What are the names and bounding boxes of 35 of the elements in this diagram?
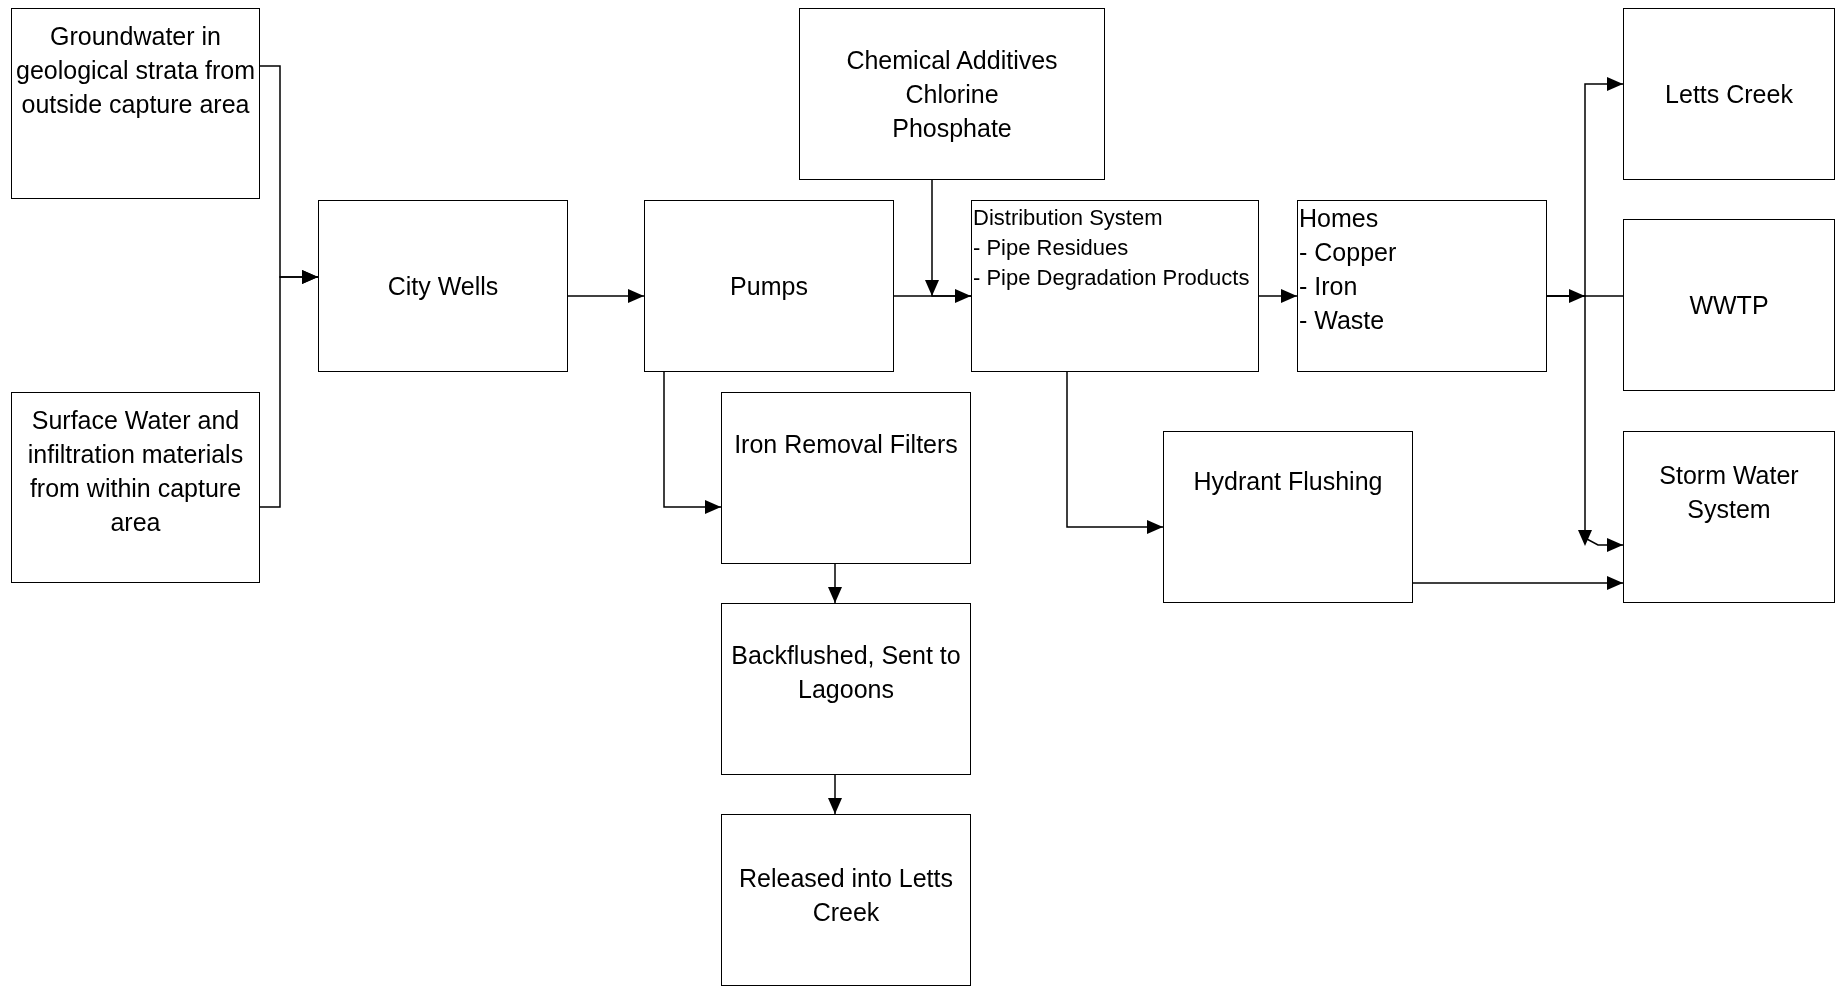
list-item: - Waste <box>1299 305 1386 336</box>
box-label: Iron Removal Filters <box>733 429 959 460</box>
process-box <box>644 200 894 372</box>
process-box <box>1163 431 1413 603</box>
process-box <box>971 200 1259 372</box>
box-label: Chlorine <box>904 79 1000 110</box>
box-label: Letts Creek <box>1664 79 1794 110</box>
process-box <box>799 8 1105 180</box>
process-box <box>1623 8 1835 180</box>
process-box <box>318 200 568 372</box>
box-label: Homes <box>1299 203 1380 234</box>
list-item: - Pipe Residues <box>973 234 1130 262</box>
box-label: Released into Letts Creek <box>738 863 954 928</box>
box-label: City Wells <box>386 271 500 302</box>
box-label: Pumps <box>729 271 809 302</box>
box-label: Phosphate <box>891 113 1013 144</box>
box-label: Chemical Additives <box>845 45 1059 76</box>
process-box <box>721 392 971 564</box>
process-box <box>1623 219 1835 391</box>
list-item: - Pipe Degradation Products <box>973 264 1251 292</box>
list-item: - Iron <box>1299 271 1359 302</box>
list-item: - Copper <box>1299 237 1398 268</box>
process-box <box>1297 200 1547 372</box>
process-box <box>1623 431 1835 603</box>
box-label: Backflushed, Sent to Lagoons <box>730 640 962 705</box>
box-label: WWTP <box>1688 290 1770 321</box>
box-label: Storm Water System <box>1658 460 1800 525</box>
box-label: Groundwater in geological strata from outside capture area <box>15 21 256 120</box>
process-box <box>721 603 971 775</box>
process-box <box>11 392 260 583</box>
box-label: Hydrant Flushing <box>1192 466 1384 497</box>
box-label: Distribution System <box>973 204 1164 232</box>
box-label: Surface Water and infiltration materials from within capture area <box>26 405 245 538</box>
process-box <box>721 814 971 986</box>
process-box <box>11 8 260 199</box>
